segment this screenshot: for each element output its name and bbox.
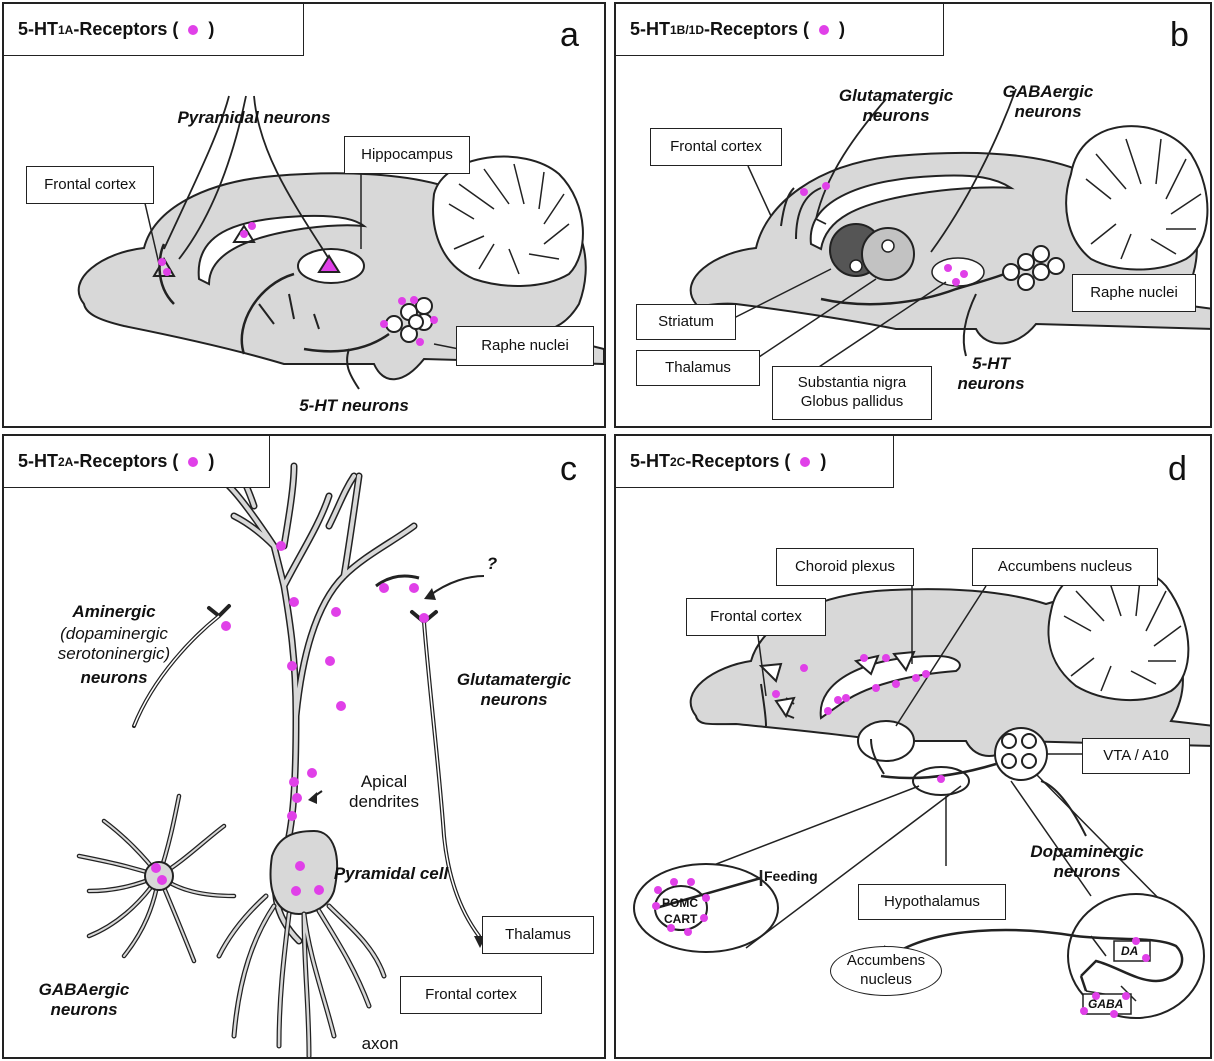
axon-label: axon bbox=[340, 1034, 420, 1054]
feeding-label: Feeding bbox=[764, 868, 818, 884]
cerebellum bbox=[433, 157, 583, 286]
vta-outline bbox=[995, 728, 1047, 780]
choroid-plexus-box: Choroid plexus bbox=[776, 548, 914, 586]
gabaergic-neurons-label: GABAergic neurons bbox=[978, 82, 1118, 123]
panel-letter-a: a bbox=[560, 16, 579, 55]
thalamus-box: Thalamus bbox=[636, 350, 760, 386]
raphe-nuclei-box: Raphe nuclei bbox=[456, 326, 594, 366]
thalamus-shape bbox=[862, 228, 914, 280]
panel-letter-b: b bbox=[1170, 16, 1189, 55]
pyramidal-neurons-label: Pyramidal neurons bbox=[154, 108, 354, 128]
pyramidal-cell-label: Pyramidal cell bbox=[316, 864, 466, 884]
accumbens-nucleus-shape bbox=[858, 721, 914, 761]
frontal-cortex-box: Frontal cortex bbox=[400, 976, 542, 1014]
cerebellum bbox=[1066, 126, 1207, 269]
aminergic-label: Aminergic bbox=[44, 602, 184, 622]
aminergic-subtitle: (dopaminergic serotoninergic) bbox=[32, 624, 196, 665]
substantia-nigra-box: Substantia nigra Globus pallidus bbox=[772, 366, 932, 420]
frontal-cortex-box: Frontal cortex bbox=[686, 598, 826, 636]
panel-letter-d: d bbox=[1168, 450, 1187, 489]
hypothalamus-box: Hypothalamus bbox=[858, 884, 1006, 920]
glutamatergic-neurons-label: Glutamatergic neurons bbox=[434, 670, 594, 711]
accumbens-nucleus-box: Accumbens nucleus bbox=[972, 548, 1158, 586]
glutamatergic-neurons-label: Glutamatergic neurons bbox=[816, 86, 976, 127]
question-mark: ? bbox=[482, 554, 502, 574]
aminergic-neurons-label: neurons bbox=[44, 668, 184, 688]
pomc-label: POMC bbox=[662, 896, 698, 910]
5ht-neurons-label: 5-HT neurons bbox=[274, 396, 434, 416]
gaba-label: GABA bbox=[1088, 997, 1123, 1011]
panel-letter-c: c bbox=[560, 450, 577, 489]
5ht-neurons-label: 5-HT neurons bbox=[946, 354, 1036, 395]
thalamus-box: Thalamus bbox=[482, 916, 594, 954]
apical-dendrites-label: Apical dendrites bbox=[324, 772, 444, 813]
vta-box: VTA / A10 bbox=[1082, 738, 1190, 774]
da-label: DA bbox=[1121, 944, 1138, 958]
panel-c-neuron-diagram bbox=[4, 436, 606, 1059]
frontal-cortex-box: Frontal cortex bbox=[26, 166, 154, 204]
raphe-nuclei-box: Raphe nuclei bbox=[1072, 274, 1196, 312]
striatum-box: Striatum bbox=[636, 304, 736, 340]
gabaergic-neurons-label: GABAergic neurons bbox=[24, 980, 144, 1021]
dopaminergic-neurons-label: Dopaminergic neurons bbox=[1012, 842, 1162, 883]
accumbens-nucleus-inset: Accumbens nucleus bbox=[830, 946, 942, 996]
dopaminergic-arrow bbox=[1041, 781, 1086, 836]
frontal-cortex-box: Frontal cortex bbox=[650, 128, 782, 166]
cart-label: CART bbox=[664, 912, 697, 926]
hippocampus-box: Hippocampus bbox=[344, 136, 470, 174]
